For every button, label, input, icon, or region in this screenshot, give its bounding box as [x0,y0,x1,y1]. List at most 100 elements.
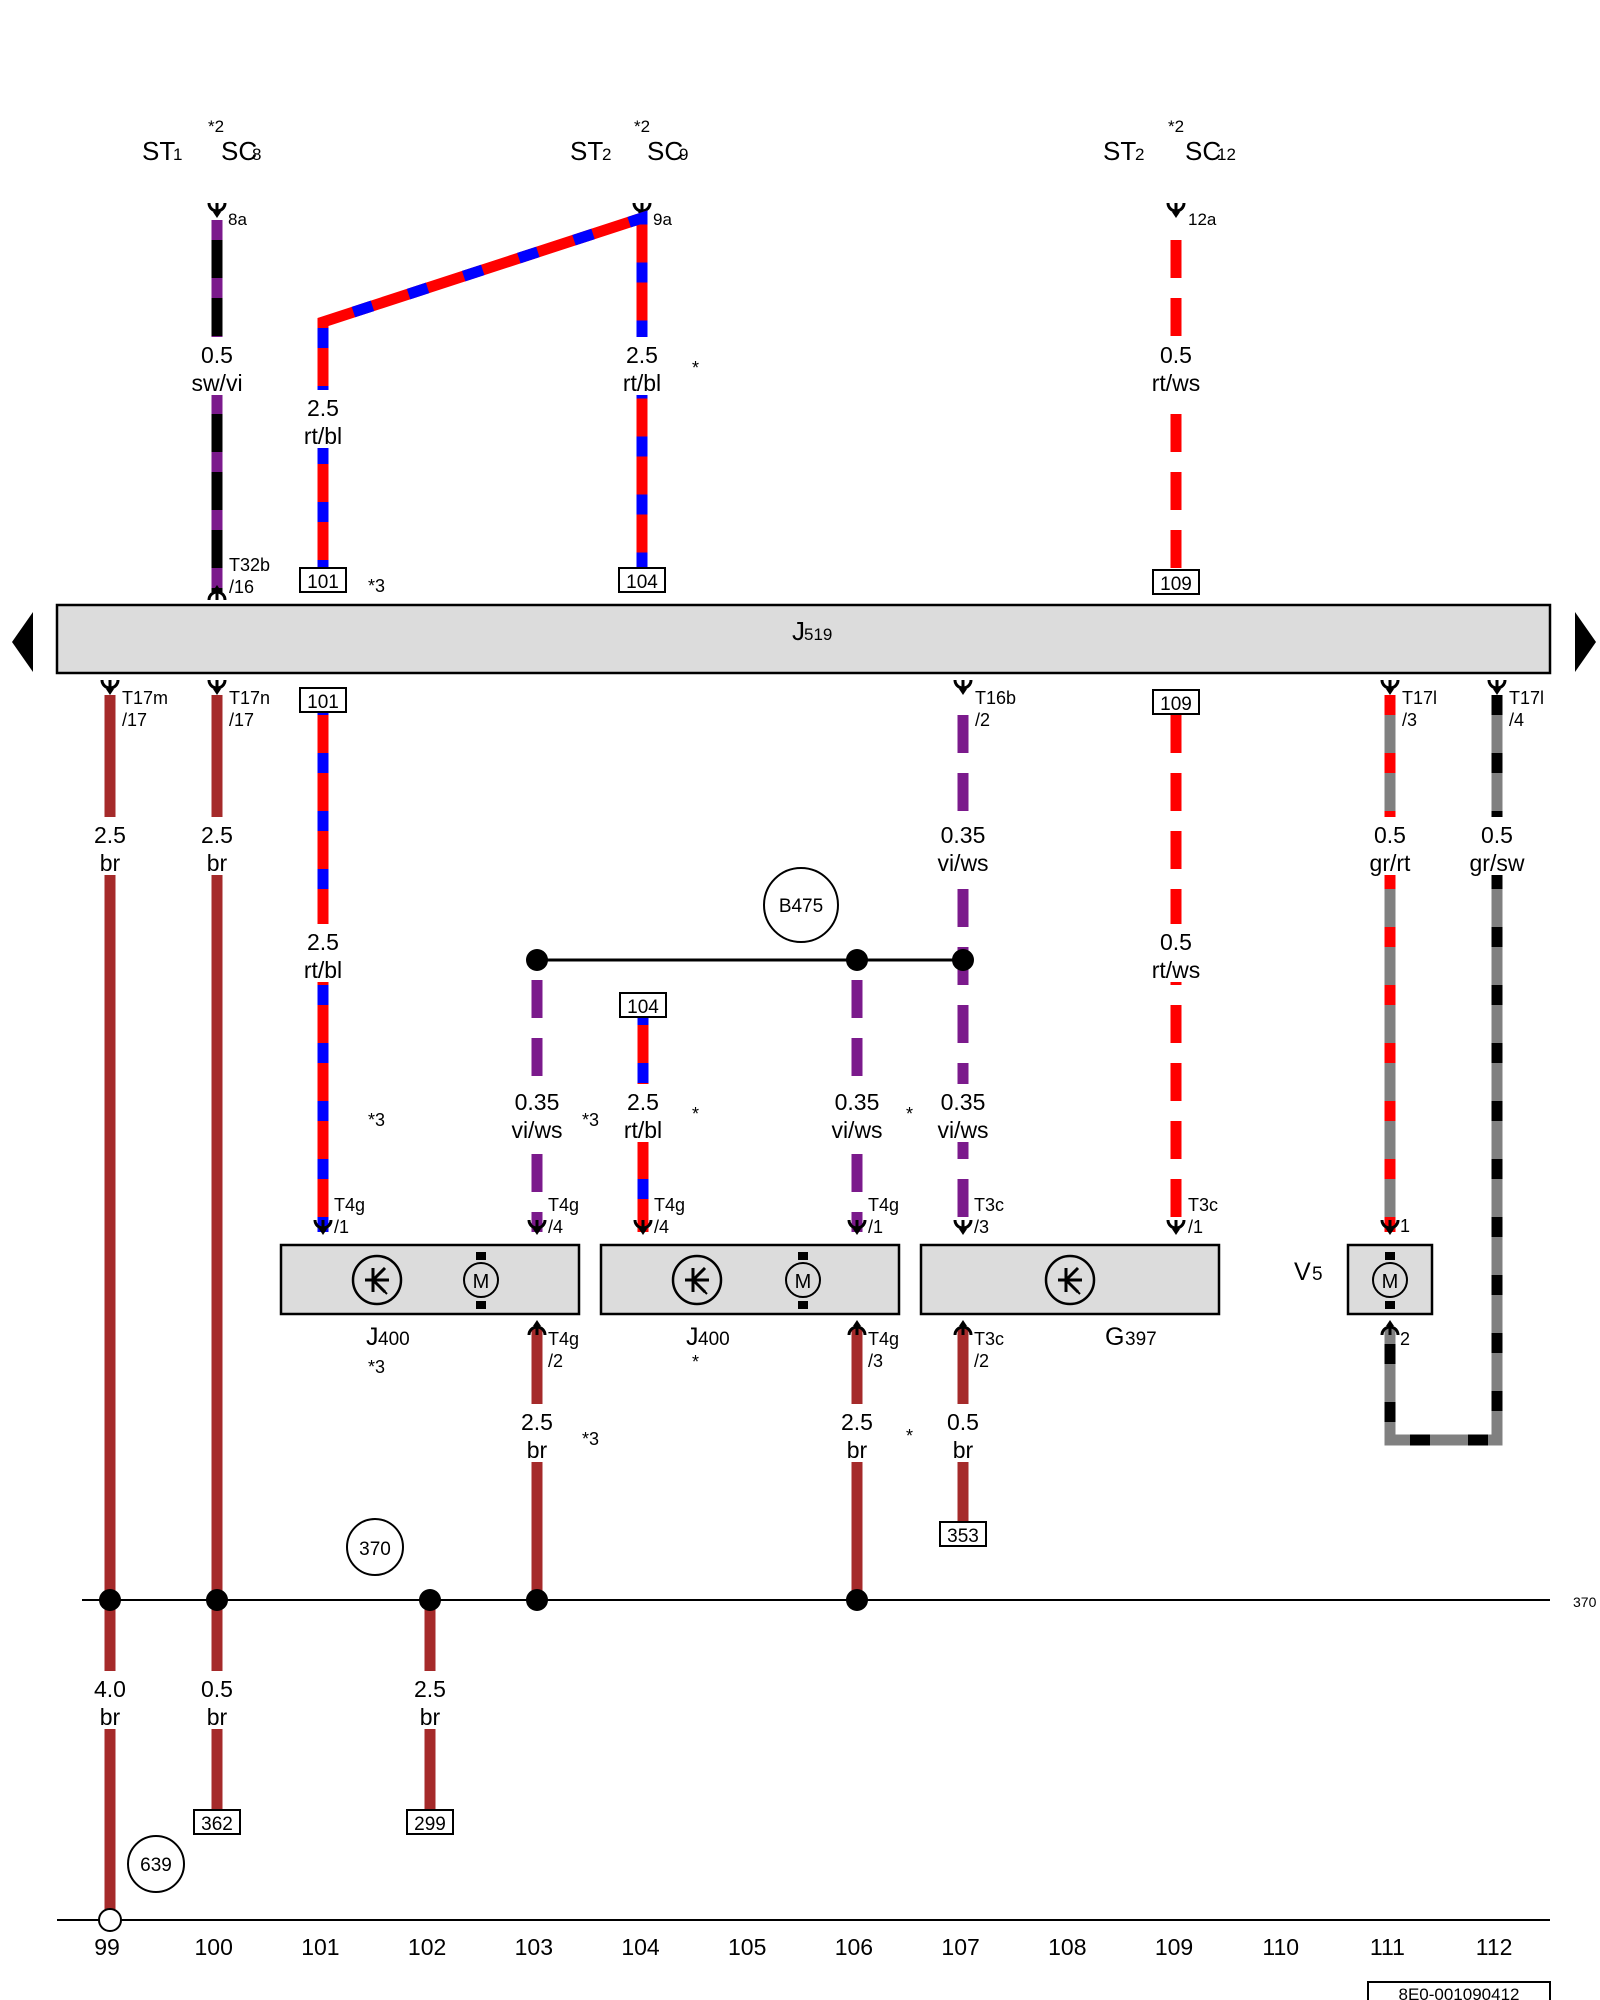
wire-color-code: br [207,1704,228,1730]
wire-label-bg [293,924,353,982]
label-sup: *2 [208,117,224,136]
ground-point-639 [127,1835,185,1893]
j400-module-a [279,1243,581,1316]
label-main: ST [570,136,603,166]
wire-gauge: 0.35 [835,1089,880,1115]
t4g-1-connector-icon [313,1218,333,1237]
wire-gauge: 2.5 [414,1676,446,1702]
top-label-st2-b: ST2 [1103,136,1144,166]
wire-label-bg [933,817,993,875]
reference-box [299,687,347,713]
track-number: 110 [1262,1934,1299,1960]
wire-color-code: br [527,1437,548,1463]
junction-dot [846,949,868,971]
fuse-pin-12a-connector-icon [1166,201,1186,220]
wire-color-code: vi/ws [937,1117,988,1143]
t4g-1b-pin: /1 [868,1217,883,1237]
motor-circle [1372,1262,1408,1298]
drawing-id: 8E0-001090412 [1398,1985,1519,2000]
ground-point-370-label: 370 [359,1539,391,1560]
wire-label-bg [612,337,672,395]
t4g-4b-label: T4g [654,1195,685,1215]
v5-pin-1-connector-icon [1380,1218,1400,1237]
wire-color-code: vi/ws [937,850,988,876]
label-sub: 2 [1135,145,1144,164]
wire-gauge: 0.5 [1160,929,1192,955]
footnote-mark: *3 [582,1110,599,1130]
label-sub: 9 [679,145,688,164]
motor-brush-top [476,1252,486,1260]
ground-point-370 [346,1518,404,1576]
reference-box [619,992,667,1018]
label-main: V [1294,1258,1311,1286]
t17l-4-connector-icon [1487,678,1507,697]
wire-color-code: rt/bl [304,957,342,983]
wire-color-code: br [100,850,121,876]
motor-glyph: M [1382,1271,1399,1293]
junction-dot [526,1589,548,1611]
t4g-4-connector-icon [527,1218,547,1237]
wire-gauge: 0.5 [1160,342,1192,368]
label-main: J [686,1323,699,1351]
wire-label-bg [613,1084,673,1142]
motor-brush-top [798,1252,808,1260]
wire-label-bg [80,817,140,875]
wire-label-bg [187,337,247,395]
t4g-4b-connector-icon [633,1218,653,1237]
t17l-4-pin: /4 [1509,710,1524,730]
t17n-label: T17n [229,688,270,708]
reference-number: 353 [947,1526,979,1547]
t4g-3-label: T4g [868,1329,899,1349]
motor-circle [785,1262,821,1298]
t4g-2-pin: /2 [548,1351,563,1371]
fuse-pin-12a-label: 12a [1188,210,1217,229]
t3c-3-connector-icon [953,1218,973,1237]
wire-label-bg [1146,924,1206,982]
ground-point-639-label: 639 [140,1855,172,1876]
t4g-3-pin: /3 [868,1351,883,1371]
wire-gauge: 2.5 [841,1409,873,1435]
wire-label-bg [1360,817,1420,875]
v5-pin-1-label: 1 [1400,1216,1410,1236]
t3c-2-label: T3c [974,1329,1004,1349]
track-number: 100 [195,1934,233,1960]
t17l-4-label: T17l [1509,688,1544,708]
t3c-3-label: T3c [974,1195,1004,1215]
t3c-1-label: T3c [1188,1195,1218,1215]
j400a-motor-icon: M [463,1252,499,1309]
wire-gauge: 2.5 [94,822,126,848]
label-sub: 2 [602,145,611,164]
motor-glyph: M [473,1271,490,1293]
track-number: 104 [621,1934,660,1960]
reference-box [939,1521,987,1547]
motor-brush-top [1385,1252,1395,1260]
label-main: G [1105,1323,1124,1351]
wire-label-bg [80,1671,140,1729]
wire-gauge: 0.5 [1481,822,1513,848]
j519-control-unit [55,603,1552,675]
drawing-id-box [1367,1981,1551,2000]
wire-gauge: 0.35 [515,1089,560,1115]
wire-color-code: br [953,1437,974,1463]
t3c-2-connector-icon [953,1318,973,1337]
track-number: 103 [515,1934,553,1960]
j400-module-b [599,1243,901,1316]
motor-brush-bottom [798,1301,808,1309]
wire-gauge: 0.35 [941,1089,986,1115]
fuse-pin-8a-connector-icon [207,201,227,220]
wire-gauge: 2.5 [307,929,339,955]
ground-bus-ref: 370 [1573,1594,1597,1610]
junction-dot [846,1589,868,1611]
label-layer: 0.5sw/vi2.5rt/bl2.5rt/bl0.5rt/ws2.5br2.5… [80,337,1527,1835]
footnote-mark: * [692,1352,699,1372]
track-number: 106 [835,1934,873,1960]
track-number: 101 [301,1934,339,1960]
t4g-4b-pin: /4 [654,1217,669,1237]
wire-label-bg [1467,817,1527,875]
wire-color-code: br [100,1704,121,1730]
label-sub: 5 [1312,1264,1323,1285]
wire-color-code: gr/sw [1470,850,1525,876]
